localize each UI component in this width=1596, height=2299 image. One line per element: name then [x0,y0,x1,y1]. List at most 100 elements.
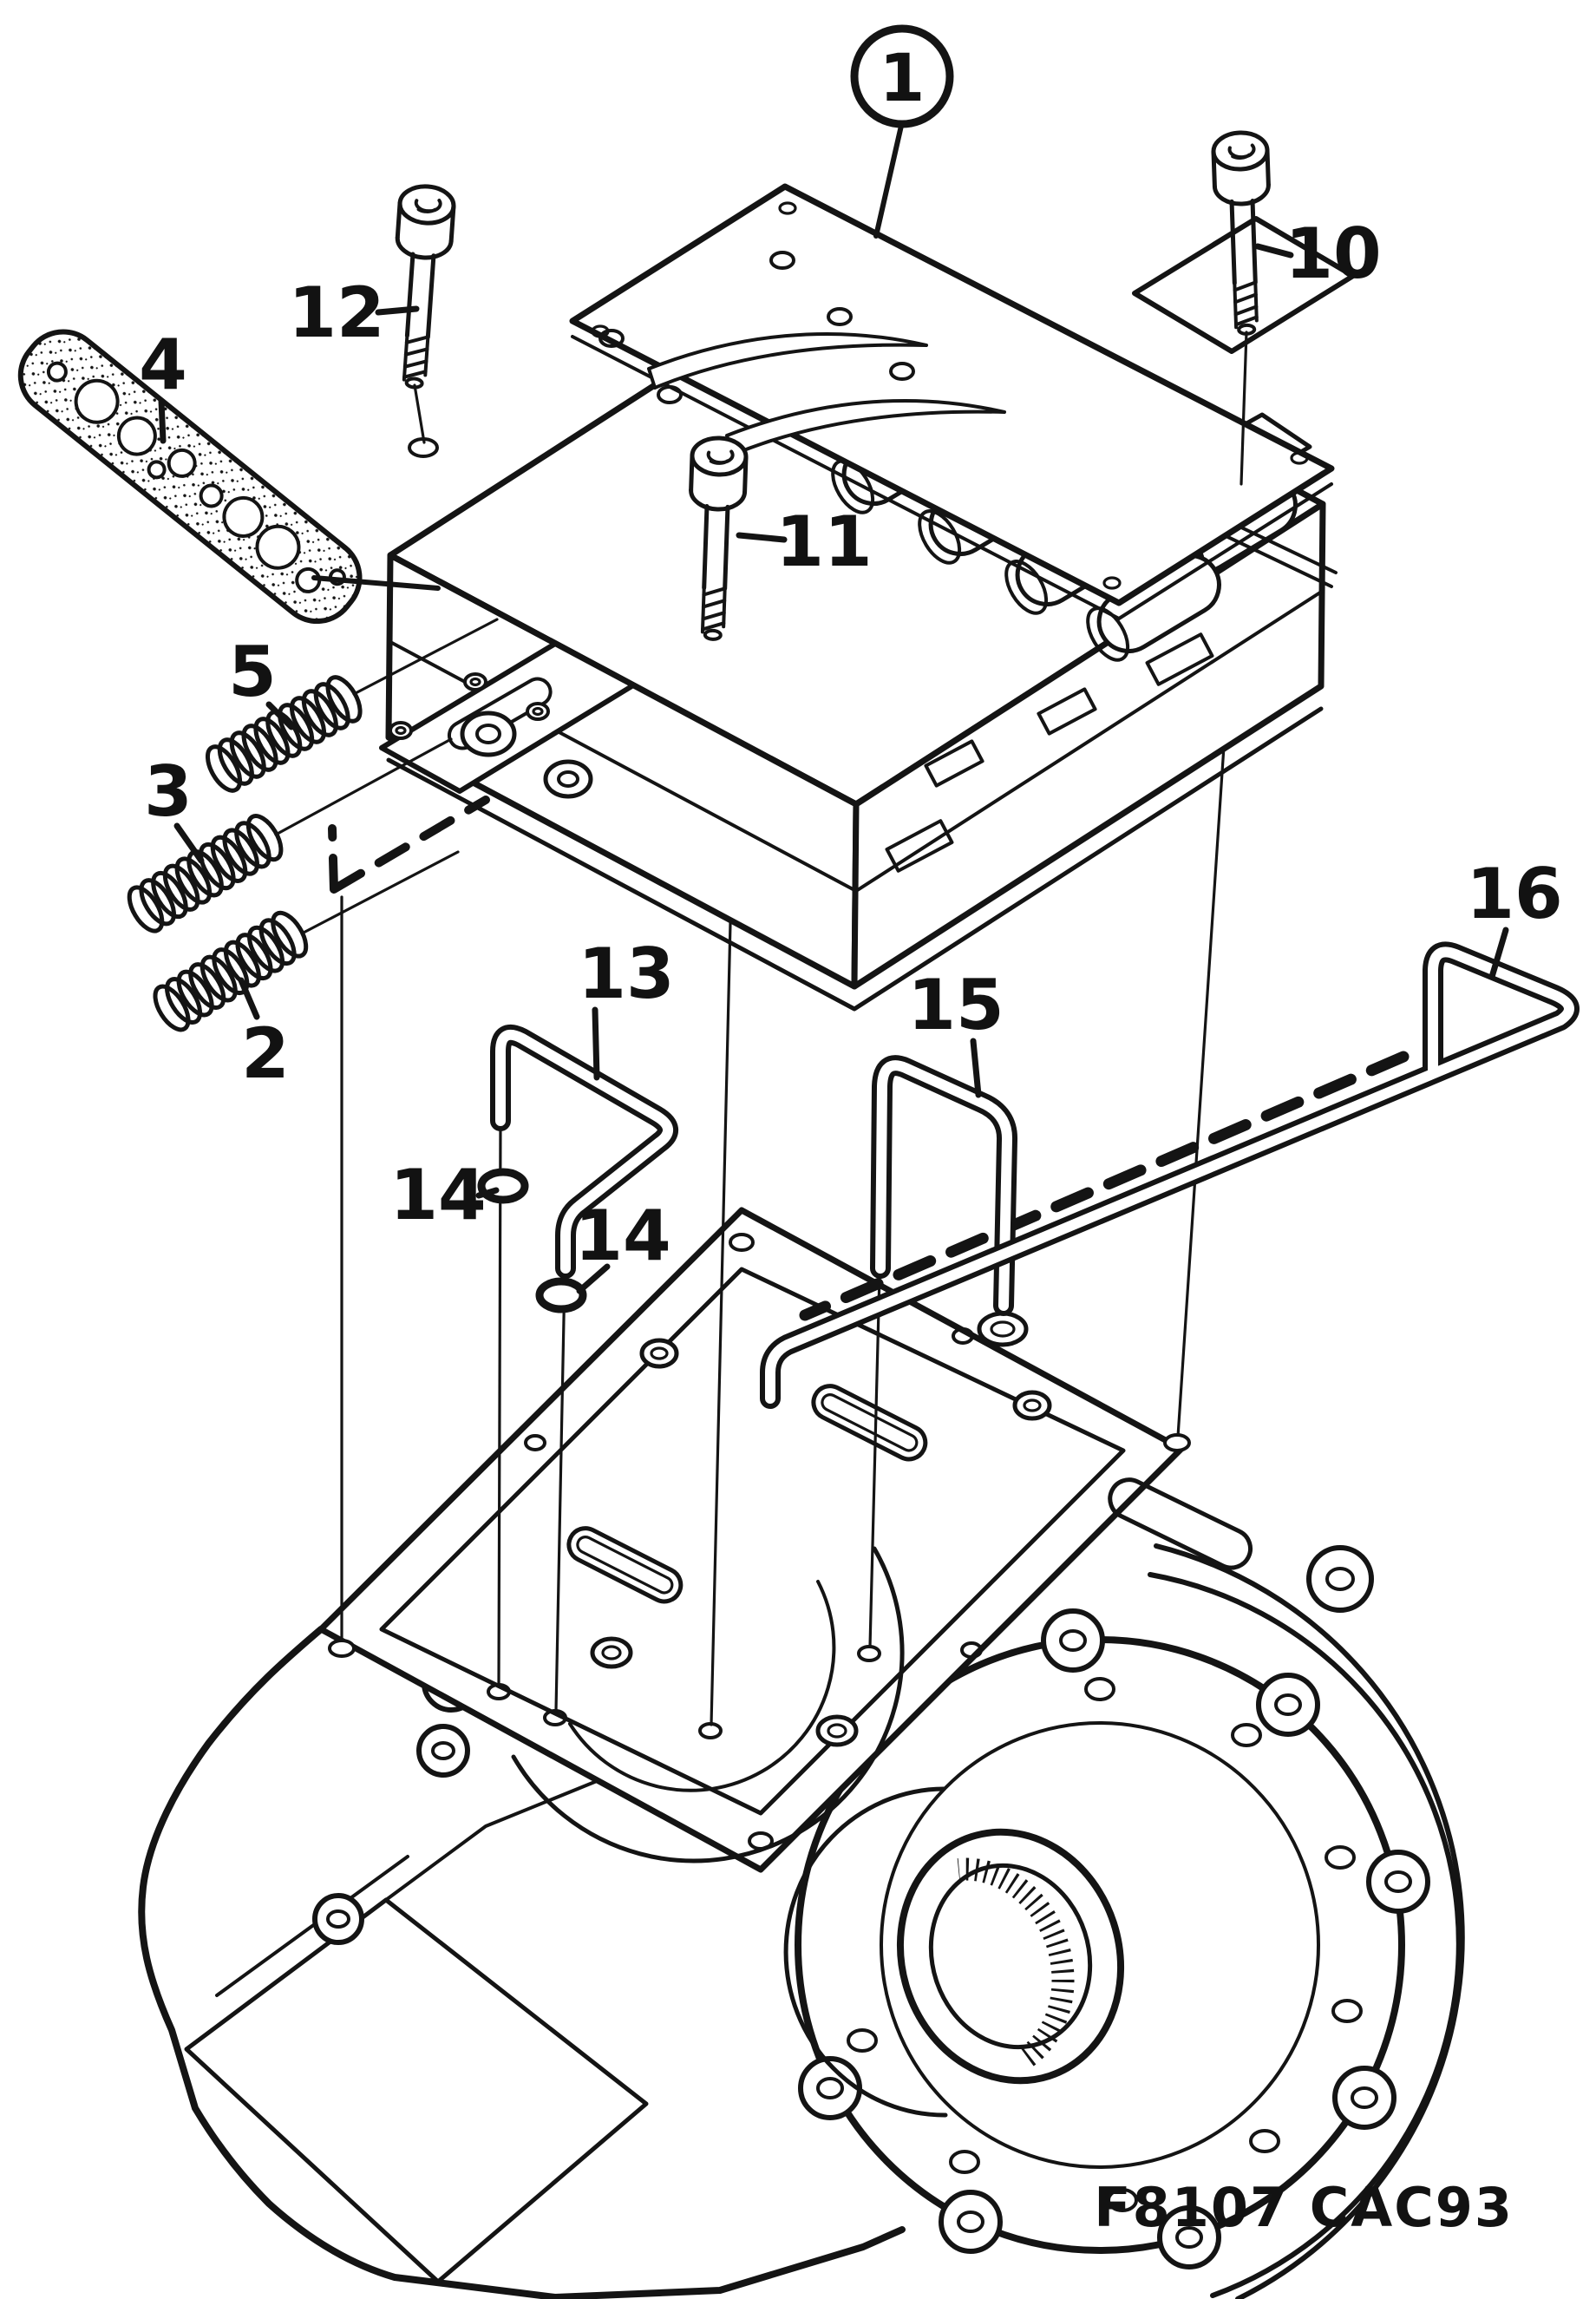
pipe15-port-boss [977,1311,1029,1347]
bolt-12 [387,185,455,390]
o-ring-14b [535,1277,587,1313]
lower-plate-rim [386,706,1324,1012]
case-boss-lower [416,1724,470,1778]
oil-pipes [477,941,1580,1409]
pipe16-hidden-dashed-line [799,1051,1410,1321]
oil-channel-2 [725,398,1006,456]
callout-3-label: 3 [144,751,193,832]
case-boss-d [815,1714,859,1747]
callout-4-leader [158,397,167,444]
spring3-axis-line [274,737,453,836]
case-hole-11 [698,1722,723,1739]
bell-center-bore [896,1828,1125,2085]
oil-pan-face [184,1897,649,2284]
callout-10: 10 [1254,213,1382,294]
callout-1: 1 [850,24,954,239]
callout-12-leader [375,305,420,316]
callout-12: 12 [288,272,420,353]
plug-boss [543,759,593,799]
callout-16-leader [1488,927,1509,980]
case-boss-c [590,1636,633,1669]
callout-3: 3 [144,751,205,864]
pipe-16 [760,941,1580,1409]
callout-16-label: 16 [1466,854,1562,934]
callout-3-leader [173,822,205,864]
manual-valve-boss [460,711,517,757]
top-plate [408,183,1335,620]
callout-15-label: 15 [907,965,1004,1045]
callout-16: 16 [1466,854,1563,980]
hidden-corner-dashes [328,796,490,894]
detent-bracket [379,641,636,799]
callout-13-leader [592,1006,600,1081]
pipe-15 [870,1055,1017,1316]
callouts: 1 12 10 11 4 5 3 2 [139,24,1563,1294]
bell-housing [783,1543,1465,2299]
flange-hole-top [729,1233,755,1252]
bolt12-tip-line [413,383,426,444]
springs [123,618,499,1035]
callout-1-leader [873,123,904,239]
gasket-leader-line [311,575,441,591]
callout-14b-label: 14 [574,1195,670,1276]
small-screws [389,672,550,740]
callout-15-leader [970,1038,982,1098]
callout-13-label: 13 [578,933,674,1014]
flange-hole-left-mid [524,1434,546,1451]
valve-body-assembly [328,183,1356,1012]
callout-11-leader [736,532,788,543]
callout-5: 5 [228,632,295,730]
callout-14a-leader [475,1187,500,1199]
callout-11: 11 [736,501,873,582]
top-plate-holes [591,201,1309,590]
bell-face-bolt-holes [847,1677,1363,2212]
case-boss-b [1012,1390,1052,1421]
case-slot-3 [1108,1477,1253,1570]
right-face-slots [885,632,1214,873]
transmission-case [138,1207,1465,2299]
bell-gasket-arc-outer [1154,1543,1465,2299]
flange-inner [379,1267,1126,1816]
callout-14b-leader [576,1263,611,1294]
callout-2: 2 [238,977,290,1094]
case-left-body [138,1626,906,2299]
flange-hole-inner [960,1641,983,1659]
callout-5-leader [265,701,295,730]
callout-11-label: 11 [775,501,872,582]
callout-13: 13 [578,933,675,1081]
callout-10-label: 10 [1285,213,1381,294]
callout-4: 4 [139,324,187,444]
oil-channel-1 [647,331,928,390]
case-bore-arc-inner [568,1580,836,1792]
callout-14a: 14 [389,1155,500,1235]
spring2-axis-line [300,850,460,935]
flange-hole-left-corner [328,1639,356,1658]
callout-14a-label: 14 [389,1155,486,1235]
callout-4-label: 4 [139,324,187,405]
pan-crease-lines [215,1768,626,1997]
case-port-hole-b [543,1709,567,1726]
bell-gasket-arc-inner [1148,1572,1462,2298]
alignment-line-pipe15-left [868,1274,881,1648]
figure-code: F8107 CAC93 [1094,2176,1514,2239]
flange-hole-right-corner [1163,1433,1191,1452]
callout-2-leader [238,977,260,1020]
callout-12-label: 12 [288,272,384,353]
bell-face-recess [880,1721,1320,2169]
spring-5 [201,672,367,796]
case-boss-a [639,1338,679,1369]
callout-14b: 14 [574,1195,671,1294]
case-port-hole-c [857,1645,881,1662]
callout-5-label: 5 [228,632,277,712]
callout-2-label: 2 [241,1013,290,1094]
alignment-line-pipe13-front [497,1121,502,1687]
bell-inner-arc [783,1786,948,2118]
pipe-13 [490,1025,678,1279]
case-bore-arc-outer [511,1546,905,1863]
callout-15: 15 [907,965,1004,1098]
case-port-hole-a [487,1683,511,1700]
bolts [387,132,1273,640]
callout-1-label: 1 [880,39,926,116]
